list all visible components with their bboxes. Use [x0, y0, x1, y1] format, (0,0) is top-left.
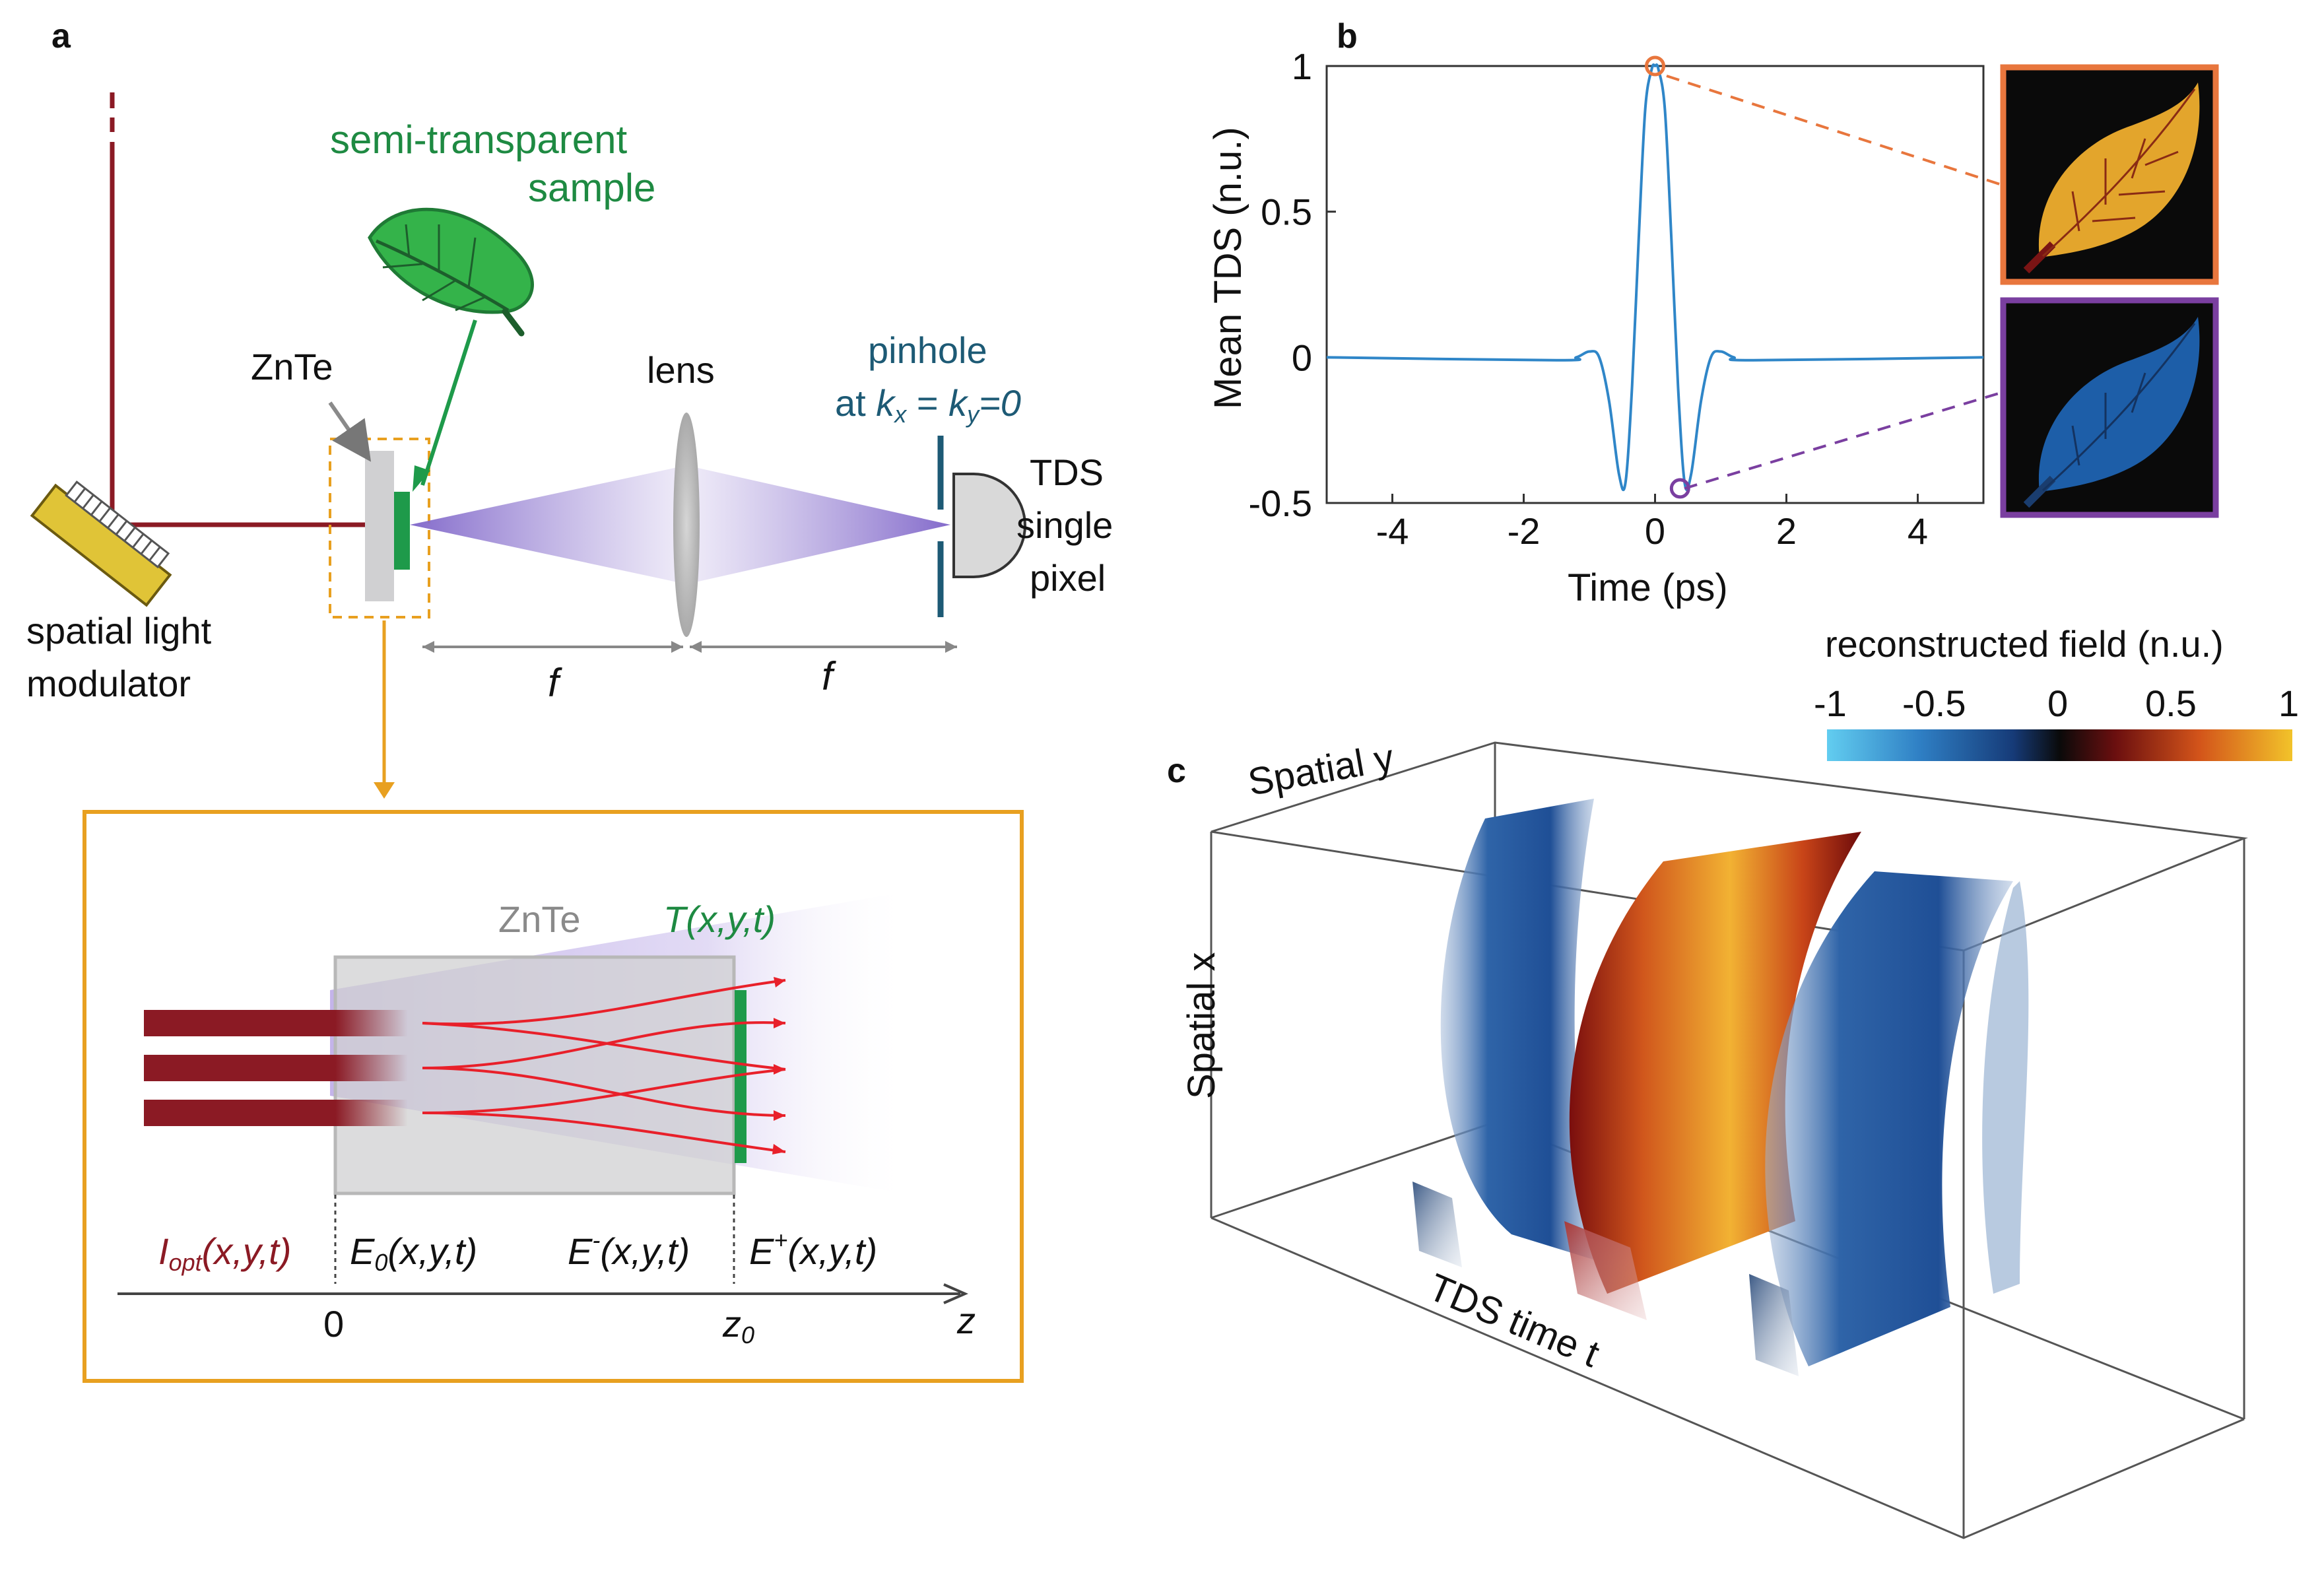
axis-z0-label: z0 — [722, 1303, 754, 1349]
colorbar: reconstructed field (n.u.) -1 -0.5 0 0.5… — [1814, 623, 2299, 761]
plot-ticks: -4 -2 0 2 4 -0.5 0 0.5 1 — [1249, 46, 1929, 552]
detector-icon — [952, 473, 1026, 578]
slm-icon — [30, 481, 172, 607]
colorbar-tick-2: -0.5 — [1902, 683, 1966, 724]
panel-c: c Spatial y Spatial x TDS time t — [1167, 736, 2248, 1539]
stub-center — [1564, 1221, 1647, 1320]
inset-beam-3 — [144, 1100, 335, 1126]
inset-beam-3-fade — [335, 1100, 408, 1126]
volume-rendering — [1412, 799, 2029, 1376]
peak-marker-positive — [1645, 55, 1665, 77]
stub-right — [1749, 1274, 1799, 1376]
sample-layer — [394, 492, 410, 570]
axis-spatial-x: Spatial x — [1180, 952, 1223, 1099]
x-tick-label: -2 — [1508, 510, 1541, 552]
lens-label: lens — [647, 349, 715, 391]
stub-left — [1412, 1182, 1462, 1267]
thz-cone-left — [410, 465, 686, 584]
y-tick-label: 0.5 — [1261, 191, 1312, 233]
eminus-label: E-(x,y,t) — [568, 1226, 690, 1272]
z-axis-head — [943, 1283, 968, 1304]
znte-crystal — [365, 451, 394, 601]
detector-label-3: pixel — [1030, 557, 1106, 599]
inset-transmission-label: T(x,y,t) — [663, 898, 776, 940]
x-axis-title: Time (ps) — [1568, 566, 1728, 609]
leaf-caption-1: semi-transparent — [330, 117, 628, 162]
x-tick-label: 4 — [1908, 510, 1928, 552]
sample-pointer-head — [413, 465, 430, 492]
panel-a: a spatial light modulator ZnTe semi-tran… — [26, 17, 1113, 799]
inset-panel: ZnTe T(x,y,t) Iopt(x,y,t) E0(x,y,t) E-(x… — [83, 810, 1024, 1383]
detector-label-1: TDS — [1030, 451, 1104, 493]
lens-icon — [673, 413, 700, 637]
y-tick-label: 1 — [1292, 46, 1312, 87]
sample-pointer — [420, 319, 477, 486]
f-label-right: f — [822, 654, 836, 698]
colorbar-tick-5: 1 — [2278, 683, 2299, 724]
inset-beam-2-fade — [335, 1055, 408, 1081]
colorbar-tick-3: 0 — [2047, 683, 2068, 724]
inset-connector-head — [374, 782, 395, 799]
f-arrow-head-1 — [422, 641, 957, 653]
peak-markers — [1645, 55, 1690, 499]
inset-crystal-label: ZnTe — [498, 898, 581, 940]
blue-band-back — [1765, 871, 2013, 1366]
colorbar-tick-1: -1 — [1814, 683, 1847, 724]
slm-label-1: spatial light — [26, 610, 212, 651]
dash-to-negative — [1684, 388, 2012, 490]
thumbnail-negative — [2000, 297, 2219, 518]
y-tick-label: 0 — [1292, 337, 1312, 378]
panel-c-label: c — [1167, 752, 1186, 790]
inset-sample — [735, 990, 747, 1163]
panel-b: b -4 -2 0 2 4 -0.5 0 0.5 1 Time (ps) Mean TDS (n… — [1207, 17, 2219, 609]
tds-series-line — [1326, 63, 1984, 492]
panel-b-label: b — [1337, 17, 1358, 55]
znte-pointer — [328, 401, 372, 462]
inset-rays — [422, 979, 786, 1153]
eplus-label: E+(x,y,t) — [749, 1226, 877, 1272]
blue-band-edge — [1982, 881, 2029, 1294]
leaf-caption-2: sample — [528, 166, 655, 210]
dash-to-positive — [1666, 75, 2012, 189]
axis-spatial-y: Spatial y — [1245, 736, 1397, 804]
y-axis-title: Mean TDS (n.u.) — [1207, 127, 1249, 409]
znte-dashed-box — [329, 438, 430, 618]
x-tick-label: 0 — [1645, 510, 1665, 552]
plot-frame — [1325, 65, 1985, 504]
colorbar-tick-4: 0.5 — [2145, 683, 2197, 724]
y-tick-label: -0.5 — [1249, 483, 1313, 524]
axis-zero-label: 0 — [323, 1303, 344, 1345]
thz-cone-right — [686, 465, 950, 584]
inset-beam-1 — [144, 1010, 335, 1036]
inset-ray-heads — [772, 977, 785, 1154]
iopt-label: Iopt(x,y,t) — [158, 1230, 291, 1276]
detector-label-2: single — [1016, 504, 1113, 546]
slm-label-2: modulator — [26, 663, 191, 704]
inset-beam-1-fade — [335, 1010, 408, 1036]
x-tick-label: -4 — [1376, 510, 1409, 552]
axis-z-label: z — [956, 1300, 976, 1341]
thumbnail-positive — [2000, 64, 2219, 285]
colorbar-gradient — [1827, 729, 2292, 761]
e0-label: E0(x,y,t) — [350, 1230, 477, 1276]
pinhole-label-1: pinhole — [868, 329, 987, 371]
panel-a-label: a — [51, 17, 71, 55]
f-label-left: f — [548, 661, 562, 705]
blue-band-front — [1440, 799, 1597, 1261]
inset-beam-2 — [144, 1055, 335, 1081]
colorbar-title: reconstructed field (n.u.) — [1825, 623, 2224, 665]
znte-label: ZnTe — [251, 346, 333, 387]
x-tick-label: 2 — [1776, 510, 1797, 552]
leaf-icon — [368, 207, 534, 337]
pinhole-label-2: at kx = ky=0 — [835, 382, 1021, 428]
